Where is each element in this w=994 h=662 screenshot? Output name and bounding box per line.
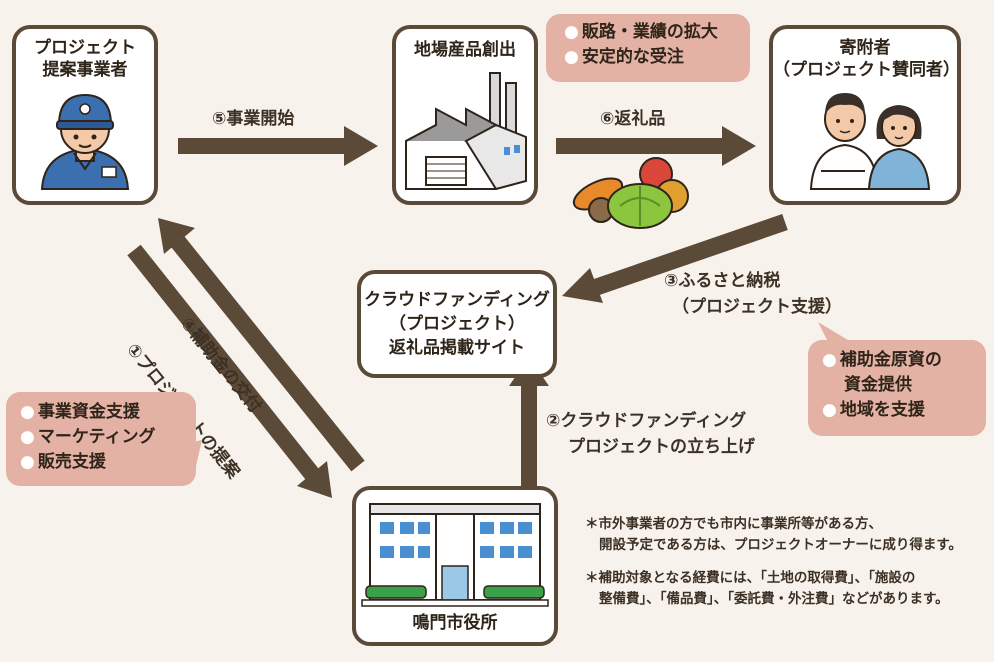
donors-illustration (809, 93, 931, 190)
arrow-business-start (178, 126, 378, 166)
bubble-donor-item: 資金提供 (822, 373, 986, 398)
crowdfunding-title: クラウドファンディング （プロジェクト） 返礼品掲載サイト (361, 288, 553, 360)
arrow-subsidy (158, 218, 365, 472)
bubble-business-item: ●事業資金支援 (20, 402, 140, 422)
proposer-title-line2: 提案事業者 (42, 60, 128, 80)
bubble-donor-support: ●補助金原資の 資金提供 ●地域を支援 (808, 340, 986, 436)
bubble-business-item: ●販売支援 (20, 452, 106, 472)
bubble-sales-item-text: 安定的な受注 (581, 47, 684, 67)
edge-label-furusato-tax-line1: ③ふるさと納税 (664, 271, 781, 291)
worker-illustration (40, 93, 130, 190)
crowdfunding-title-line3: 返礼品掲載サイト (389, 338, 525, 358)
note-eligible-expenses: ＊補助対象となる経費には、「土地の取得費」、「施設の 整備費」、「備品費」、「委… (585, 568, 949, 610)
donor-node: 寄附者 （プロジェクト賛同者） (769, 25, 961, 205)
bubble-donor-item: ●地域を支援 (822, 400, 925, 420)
note-expenses-line1: ＊補助対象となる経費には、「土地の取得費」、「施設の (585, 570, 916, 586)
crowdfunding-title-line2: （プロジェクト） (389, 314, 525, 334)
edge-label-project-launch-line2: プロジェクトの立ち上げ (568, 437, 755, 457)
donor-title: 寄附者 （プロジェクト賛同者） (773, 37, 960, 81)
city-hall-node: 鳴門市役所 (352, 486, 558, 646)
bubble-donor-item-text: 補助金原資の (839, 350, 942, 370)
crowdfunding-title-line1: クラウドファンディング (364, 290, 550, 310)
arrow-project-proposal (127, 244, 332, 498)
bubble-business-item-text: マーケティング (37, 427, 156, 447)
bubble-sales-item-text: 販路・業績の拡大 (581, 22, 718, 42)
city-hall-title: 鳴門市役所 (412, 613, 498, 633)
bubble-business-support: ●事業資金支援 ●マーケティング ●販売支援 (6, 392, 196, 486)
edge-label-return-gift: ⑥返礼品 (600, 109, 666, 129)
edge-label-business-start: ⑤事業開始 (212, 109, 295, 129)
donor-title-line1: 寄附者 (839, 38, 891, 58)
note-eligibility: ＊市外事業者の方でも市内に事業所等がある方、 開設予定である方は、プロジェクトオ… (585, 514, 962, 556)
edge-label-furusato-tax-line2: （プロジェクト支援） (672, 297, 842, 317)
edge-label-furusato-tax: ③ふるさと納税 （プロジェクト支援） (664, 268, 842, 320)
bubble-donor-item: ●補助金原資の (822, 350, 942, 370)
arrow-return-gift (556, 126, 756, 166)
edge-label-project-launch: ②クラウドファンディング プロジェクトの立ち上げ (546, 408, 755, 460)
note-eligibility-line1: ＊市外事業者の方でも市内に事業所等がある方、 (585, 516, 882, 532)
factory-title: 地場産品創出 (414, 40, 516, 60)
proposer-title: プロジェクト 提案事業者 (16, 37, 154, 81)
bubble-business-item-text: 事業資金支援 (37, 402, 140, 422)
bubble-sales-item: ●販路・業績の拡大 (564, 22, 718, 42)
edge-label-project-launch-line1: ②クラウドファンディング (546, 411, 747, 431)
bubble-donor-item-text: 地域を支援 (839, 400, 925, 420)
crowdfunding-site-node: クラウドファンディング （プロジェクト） 返礼品掲載サイト (357, 270, 557, 378)
bubble-sales-item: ●安定的な受注 (564, 47, 684, 67)
city-hall-building-icon (361, 503, 549, 607)
proposer-node: プロジェクト 提案事業者 (12, 25, 158, 205)
note-expenses-line2: 整備費」、「備品費」、「委託費・外注費」などがあります。 (599, 591, 949, 607)
factory-icon (405, 72, 527, 191)
donor-title-line2: （プロジェクト賛同者） (773, 60, 960, 80)
factory-node: 地場産品創出 (392, 25, 538, 205)
bubble-sales-benefits: ●販路・業績の拡大 ●安定的な受注 (546, 14, 750, 82)
note-eligibility-line2: 開設予定である方は、プロジェクトオーナーに成り得ます。 (599, 537, 963, 553)
bubble-business-item: ●マーケティング (20, 427, 156, 447)
bubble-donor-item-text: 資金提供 (844, 375, 912, 395)
proposer-title-line1: プロジェクト (34, 38, 136, 58)
arrow-furusato-tax (562, 213, 788, 303)
bubble-business-item-text: 販売支援 (37, 452, 106, 472)
